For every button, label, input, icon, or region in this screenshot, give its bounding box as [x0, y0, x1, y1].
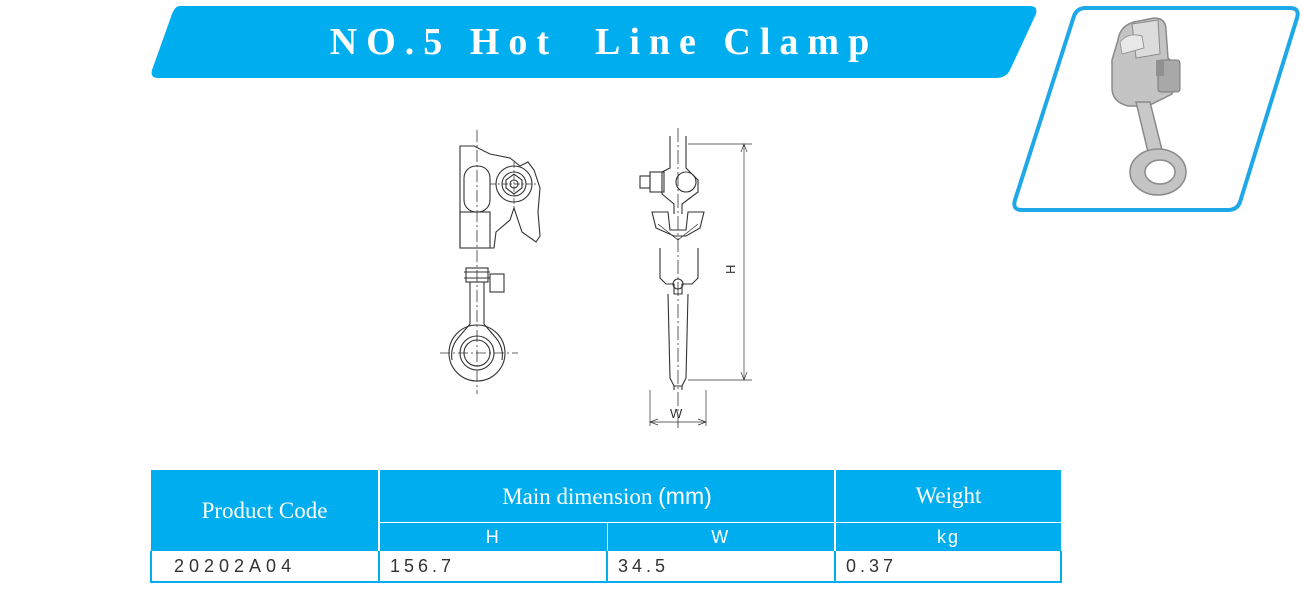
dimension-h-label: H [723, 265, 738, 274]
cell-w: 34.5 [606, 551, 835, 583]
dimension-w-label: W [670, 406, 683, 421]
cell-product-code: 20202A04 [150, 551, 379, 583]
dimension-unit: (mm) [658, 482, 712, 509]
sub-header-h: H [378, 522, 607, 551]
weight-header: Weight [834, 470, 1061, 523]
page-title: NO.5 Hot Line Clamp [329, 21, 879, 63]
product-code-header: Product Code [151, 470, 379, 551]
main-dimension-header: Main dimension (mm) [378, 470, 835, 523]
side-view [440, 130, 541, 394]
title-banner-shape [151, 6, 1037, 78]
sub-header-kg: kg [834, 522, 1061, 551]
front-view [639, 128, 752, 428]
sub-header-w: W [606, 522, 835, 551]
cell-h: 156.7 [378, 551, 607, 583]
cell-weight: 0.37 [834, 551, 1062, 583]
product-photo [1008, 2, 1300, 216]
spec-table: Product Code Main dimension (mm) Weight … [150, 470, 1062, 583]
title-banner: NO.5 Hot Line Clamp [150, 6, 1038, 78]
table-row: 20202A04 156.7 34.5 0.37 [150, 551, 1062, 583]
technical-drawing: H W [430, 128, 770, 428]
